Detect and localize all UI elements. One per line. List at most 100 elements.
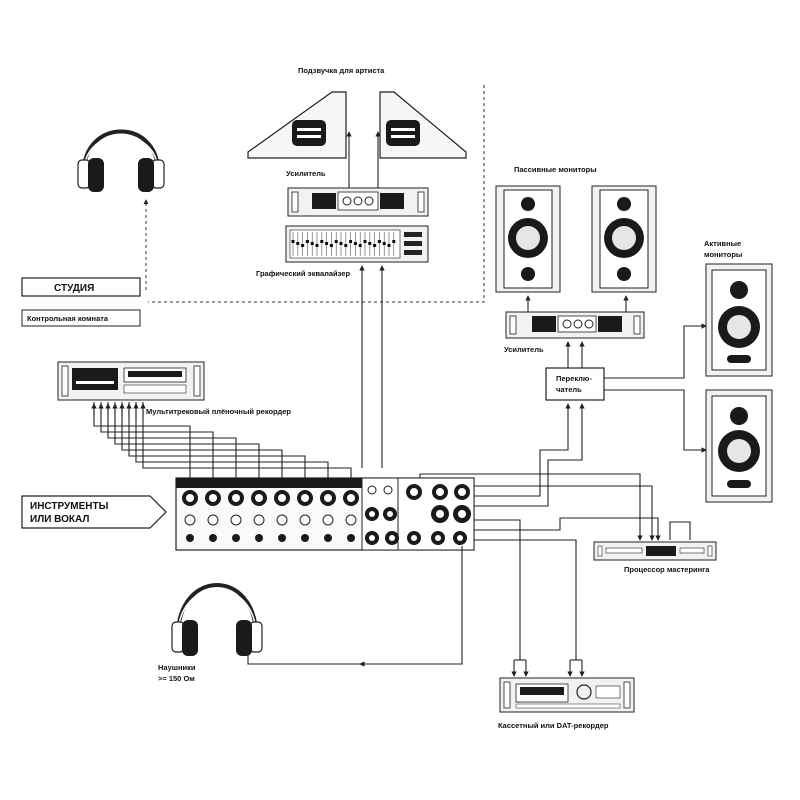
tape-cable [135,402,329,488]
channel-xlr-input-center [278,494,286,502]
tape-cable [128,402,306,488]
channel-knob [301,534,309,542]
channel-knob [347,534,355,542]
mixer-to-mastering-1 [419,473,643,541]
amplifier-right-label: Усилитель [504,345,544,354]
instruments-input-arrow: ИНСТРУМЕНТЫ ИЛИ ВОКАЛ [21,495,167,529]
studio-label-box: СТУДИЯ [21,277,141,297]
control-room-label: Контрольная комната [27,314,109,323]
eq-fader-knob [296,242,300,245]
instruments-label-line2: ИЛИ ВОКАЛ [30,514,89,525]
eq-fader-knob [310,242,314,245]
eq-fader-knob [387,244,391,247]
eq-fader-knob [344,244,348,247]
tape-to-mixer-cables [91,402,352,488]
stage-monitor-left-icon [247,91,347,159]
mixer-to-switcher-2 [474,403,585,507]
graphic-eq-label: Графический эквалайзер [256,269,350,278]
multitrack-label: Мультитрековый плёночный рекордер [146,407,291,416]
eq-fader-knob [301,244,305,247]
eq-fader-knob [320,240,324,243]
channel-jack-input [299,514,311,526]
channel-knob [186,534,194,542]
channel-jack-input [322,514,334,526]
eq-fader-knob [358,244,362,247]
artist-monitoring-label: Подзвучка для артиста [298,66,385,75]
active-monitors-label-2: мониторы [704,250,742,259]
right-amplifier-icon [505,311,645,339]
mixer-to-cassette-2 [474,539,577,660]
channel-knob [278,534,286,542]
eq-fader-knob [368,242,372,245]
passive-monitors-label: Пассивные мониторы [514,165,597,174]
mastering-return-2 [474,517,661,541]
mixer-to-cassette-1 [474,519,521,660]
channel-knob [255,534,263,542]
eq-fader-knob [305,240,309,243]
studio-label: СТУДИЯ [54,283,94,294]
control-room-headphones-icon [171,583,263,656]
channel-xlr-input-center [301,494,309,502]
mixer-to-mastering-2 [474,485,655,541]
switcher-label-line2: чатель [556,385,582,394]
graphic-equalizer-icon [285,225,429,263]
cassette-dat-recorder-icon [499,677,635,713]
switcher-box: Переклю- чатель [545,367,605,401]
eq-fader-knob [329,244,333,247]
eq-fader-knob [339,242,343,245]
studio-boundary-dashed [148,85,485,303]
instruments-label-line1: ИНСТРУМЕНТЫ [30,501,109,512]
mixer-to-switcher-1 [474,403,571,497]
eq-fader-knob [349,240,353,243]
eq-fader-knob [291,240,295,243]
active-monitor-bottom-icon [705,389,773,503]
passive-monitor-right-icon [591,185,657,293]
amplifier-top-label: Усилитель [286,169,326,178]
headphones-label-line2: >= 150 Ом [158,674,195,683]
channel-xlr-input-center [255,494,263,502]
channel-jack-input [345,514,357,526]
stage-monitor-right-icon [379,91,467,159]
eq-fader-knob [373,244,377,247]
mastering-processor-icon [593,541,717,561]
studio-headphones-icon [77,129,165,192]
channel-xlr-input-center [324,494,332,502]
channel-knob [209,534,217,542]
control-room-label-box: Контрольная комната [21,309,141,327]
eq-fader-knob [363,240,367,243]
tape-cable [121,402,283,488]
tape-cable [107,402,237,488]
active-monitors-label-1: Активные [704,239,741,248]
eq-fader-knob [392,240,396,243]
channel-xlr-input-center [347,494,355,502]
channel-jack-input [184,514,196,526]
mixer-to-headphones-cable [359,546,463,667]
channel-jack-input [276,514,288,526]
channel-jack-input [230,514,242,526]
eq-fader-knob [382,242,386,245]
cassette-label: Кассетный или DAT-рекордер [498,721,609,730]
channel-xlr-input-center [209,494,217,502]
channel-knob [324,534,332,542]
eq-fader-knob [334,240,338,243]
tape-cable [114,402,260,488]
active-monitor-top-icon [705,263,773,377]
channel-xlr-input-center [186,494,194,502]
multitrack-recorder-icon [57,361,205,401]
headphones-cable-tail [247,650,360,665]
eq-fader-knob [325,242,329,245]
switcher-label-line1: Переклю- [556,374,592,383]
channel-jack-input [207,514,219,526]
eq-fader-knob [353,242,357,245]
mastering-label: Процессор мастеринга [624,565,710,574]
passive-monitor-left-icon [495,185,561,293]
mixer-console-icon [175,477,475,551]
eq-fader-knob [315,244,319,247]
top-amplifier-icon [287,187,429,217]
eq-fader-knob [377,240,381,243]
channel-xlr-input-center [232,494,240,502]
switcher-to-active-bottom [604,389,707,453]
channel-jack-input [253,514,265,526]
channel-knob [232,534,240,542]
